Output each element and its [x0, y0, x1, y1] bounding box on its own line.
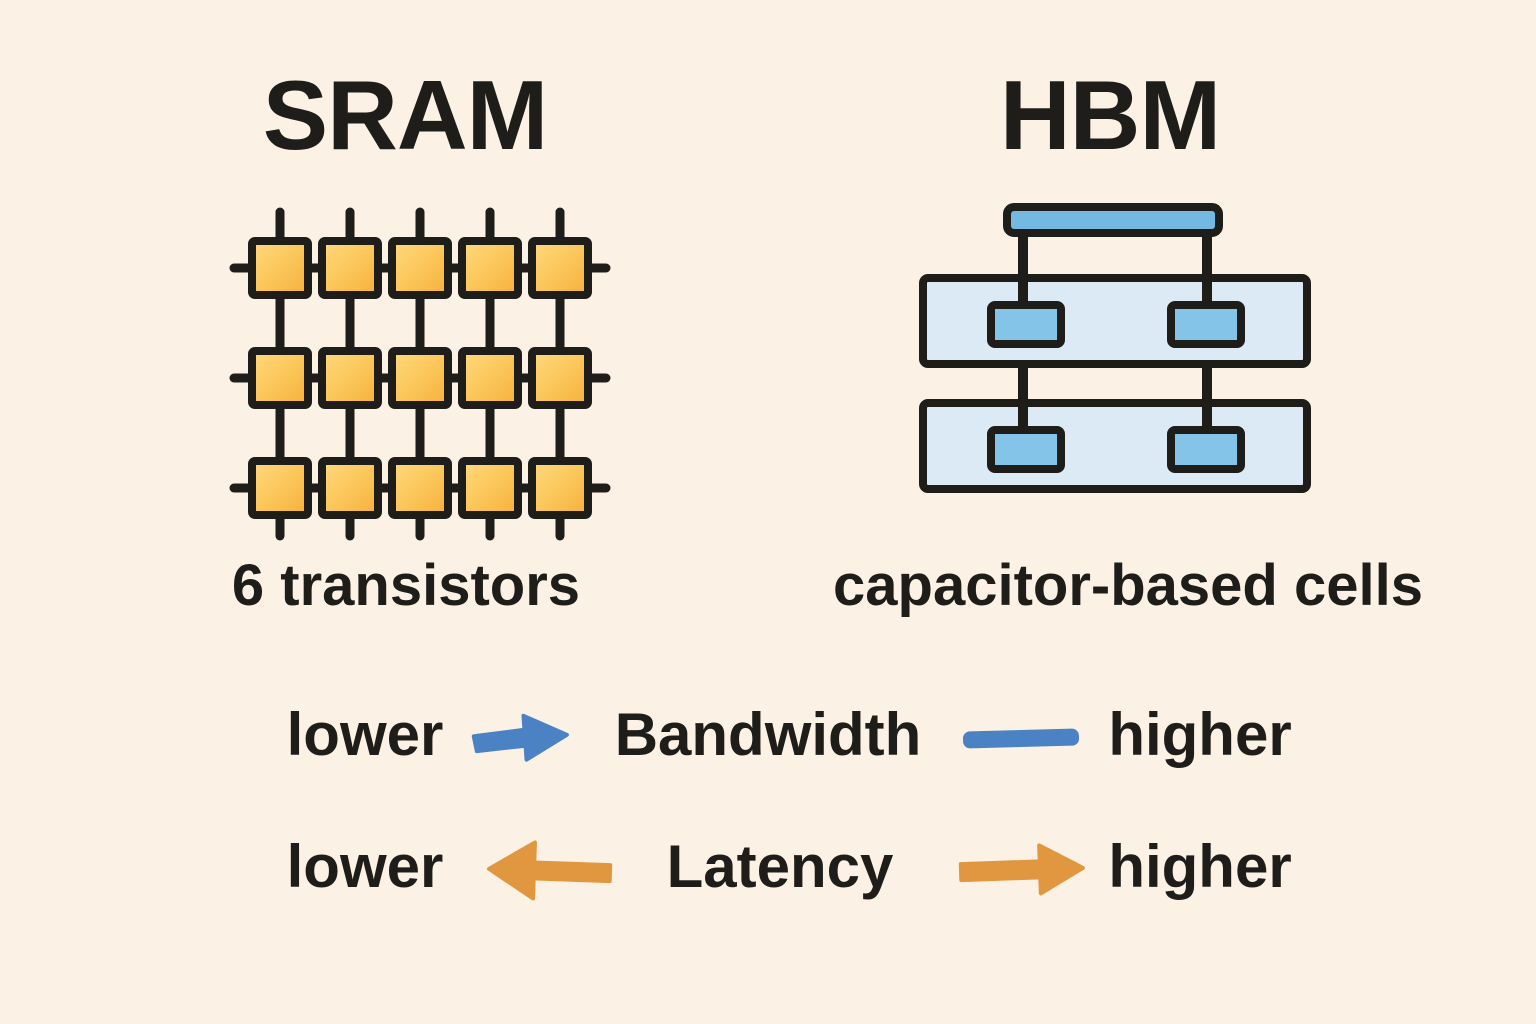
latency-label: Latency — [666, 833, 894, 900]
arrow-right-icon — [471, 713, 569, 762]
sram-cell — [318, 347, 382, 409]
sram-cell — [388, 237, 452, 299]
hbm-caption: capacitor-based cells — [833, 553, 1423, 618]
hbm-stack-diagram — [919, 203, 1311, 493]
hbm-capacitor-cell — [987, 426, 1065, 473]
bandwidth-higher-label: higher — [1108, 701, 1292, 768]
hbm-capacitor-cell — [987, 301, 1065, 348]
hbm-top-bus-bar — [1003, 203, 1223, 237]
arrow-right-icon — [958, 843, 1085, 896]
hbm-title: HBM — [999, 60, 1221, 170]
sram-cell — [388, 457, 452, 519]
sram-cell — [248, 237, 312, 299]
sram-cell — [248, 347, 312, 409]
sram-cell — [528, 457, 592, 519]
arrow-left-icon — [487, 840, 613, 901]
sram-cell — [248, 457, 312, 519]
latency-higher-label: higher — [1108, 833, 1292, 900]
sram-cell — [458, 237, 522, 299]
latency-lower-label: lower — [286, 833, 444, 900]
sram-cell — [318, 457, 382, 519]
hbm-dram-layer — [919, 399, 1311, 493]
sram-cell — [318, 237, 382, 299]
sram-cell — [458, 457, 522, 519]
hbm-via-connectors — [1018, 230, 1212, 437]
hbm-capacitor-cell — [1167, 301, 1245, 348]
sram-cell — [528, 347, 592, 409]
hbm-capacitor-cell — [1167, 426, 1245, 473]
thick-dash-icon — [962, 728, 1080, 749]
sram-cell — [458, 347, 522, 409]
sram-transistor-grid — [229, 207, 611, 541]
sram-cell — [388, 347, 452, 409]
sram-title: SRAM — [262, 60, 549, 170]
hbm-capacitor-cells — [987, 301, 1245, 473]
bandwidth-lower-label: lower — [286, 701, 444, 768]
sram-cell — [528, 237, 592, 299]
sram-cells — [248, 237, 592, 519]
bandwidth-label: Bandwidth — [614, 701, 922, 768]
sram-caption: 6 transistors — [231, 553, 581, 618]
hbm-dram-layer — [919, 274, 1311, 368]
